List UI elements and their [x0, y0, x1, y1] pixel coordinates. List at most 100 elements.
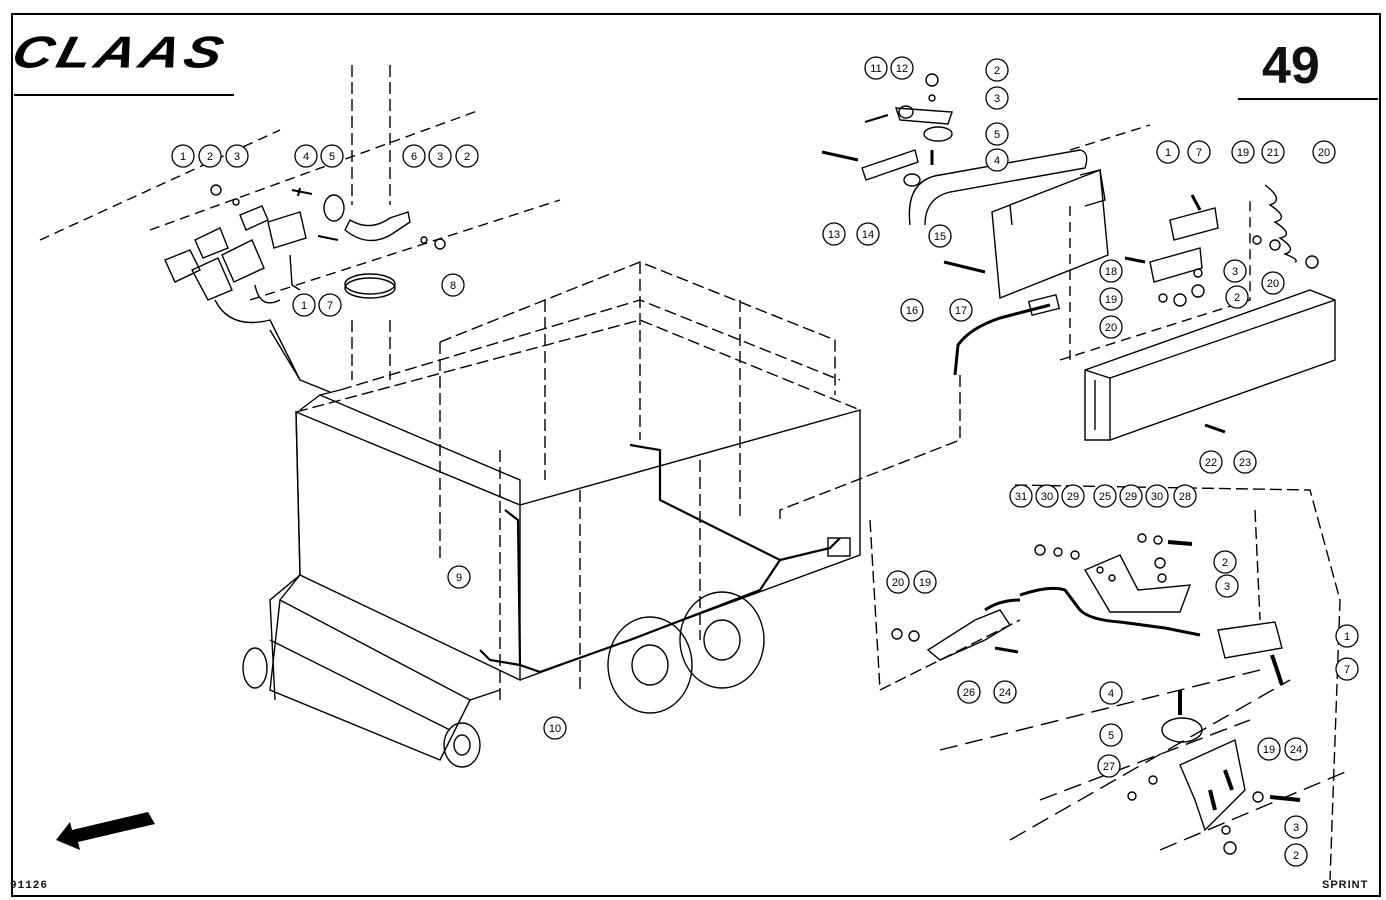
callout-circle [402, 144, 426, 168]
callout-29: 29 [1061, 484, 1085, 508]
callout-27: 27 [1097, 754, 1121, 778]
callout-label: 6 [411, 151, 417, 163]
wagon-roof-frame [439, 261, 836, 395]
bracket-25 [1083, 554, 1192, 613]
callout-3: 3 [985, 86, 1009, 110]
callout-circle [428, 144, 452, 168]
callout-label: 21 [1267, 147, 1279, 159]
callout-circle [1312, 140, 1336, 164]
bracket-strip-14 [861, 149, 919, 181]
callout-circle [1284, 843, 1308, 867]
callout-10: 10 [543, 716, 567, 740]
washer-5 [323, 194, 345, 222]
callout-20: 20 [1099, 315, 1123, 339]
callout-circle [1187, 140, 1211, 164]
callout-label: 24 [999, 687, 1011, 699]
wagon-side-panel [519, 409, 861, 681]
pickup-wheel [443, 722, 481, 768]
callout-circle [1284, 737, 1308, 761]
callout-label: 20 [1318, 147, 1330, 159]
callout-label: 2 [207, 151, 213, 163]
callout-19: 19 [1099, 287, 1123, 311]
callout-circle [1099, 723, 1123, 747]
callout-circle [822, 222, 846, 246]
callout-5: 5 [320, 144, 344, 168]
callout-1: 1 [1156, 140, 1180, 164]
callout-label: 19 [1237, 147, 1249, 159]
callout-label: 30 [1151, 491, 1163, 503]
callout-label: 3 [994, 93, 1000, 105]
callout-circle [1035, 484, 1059, 508]
callout-22: 22 [1199, 450, 1223, 474]
callout-3: 3 [1215, 574, 1239, 598]
callout-9: 9 [447, 565, 471, 589]
callout-circle [1099, 681, 1123, 705]
callout-label: 3 [234, 151, 240, 163]
socket-left [191, 257, 233, 301]
callout-2: 2 [1225, 285, 1249, 309]
callout-20: 20 [886, 570, 910, 594]
page-number: 49 [1262, 37, 1320, 95]
pickup-unit [278, 574, 501, 701]
callout-circle [1097, 754, 1121, 778]
wagon-wheel-front [607, 616, 693, 714]
callout-circle [198, 144, 222, 168]
callout-circle [1119, 484, 1143, 508]
wiring-harness-9-10 [504, 443, 782, 674]
mounting-tube-16 [908, 149, 1088, 226]
spring-21 [1264, 184, 1297, 263]
callout-3: 3 [225, 144, 249, 168]
lever-12 [895, 107, 953, 125]
callout-label: 29 [1067, 491, 1079, 503]
callout-4: 4 [1099, 681, 1123, 705]
mounting-plate-15 [991, 169, 1109, 299]
callout-7: 7 [1187, 140, 1211, 164]
callout-3: 3 [1223, 259, 1247, 283]
callout-31: 31 [1009, 484, 1033, 508]
callout-29: 29 [1119, 484, 1143, 508]
callout-label: 2 [994, 65, 1000, 77]
callout-7: 7 [1335, 657, 1359, 681]
callout-label: 28 [1179, 491, 1191, 503]
callout-7: 7 [318, 293, 342, 317]
callout-circle [985, 122, 1009, 146]
callout-11: 11 [864, 56, 888, 80]
callout-2: 2 [1284, 843, 1308, 867]
callout-label: 23 [1239, 457, 1251, 469]
callout-circle [294, 144, 318, 168]
socket-middle [221, 239, 265, 283]
callout-30: 30 [1035, 484, 1059, 508]
callout-19: 19 [913, 570, 937, 594]
callout-label: 19 [919, 577, 931, 589]
callout-30: 30 [1145, 484, 1169, 508]
callout-circle [1099, 259, 1123, 283]
callout-circle [1257, 737, 1281, 761]
callout-label: 13 [828, 229, 840, 241]
callout-circle [1093, 484, 1117, 508]
callout-label: 2 [464, 151, 470, 163]
callout-circle [1215, 574, 1239, 598]
model-name: SPRINT [1322, 879, 1369, 891]
callout-circle [1061, 484, 1085, 508]
callout-label: 24 [1290, 744, 1302, 756]
callout-4: 4 [294, 144, 318, 168]
callout-label: 5 [994, 129, 1000, 141]
callout-1: 1 [292, 293, 316, 317]
callout-label: 3 [1232, 266, 1238, 278]
callout-13: 13 [822, 222, 846, 246]
callout-label: 7 [327, 300, 333, 312]
callout-circle [441, 273, 465, 297]
callout-label: 20 [1267, 278, 1279, 290]
callout-label: 4 [994, 155, 1000, 167]
callout-circle [993, 680, 1017, 704]
callout-17: 17 [949, 298, 973, 322]
callout-4: 4 [985, 148, 1009, 172]
callout-label: 4 [303, 151, 309, 163]
socket-right [267, 211, 307, 249]
callout-circle [1009, 484, 1033, 508]
callout-5: 5 [1099, 723, 1123, 747]
callout-label: 20 [892, 577, 904, 589]
callout-19: 19 [1231, 140, 1255, 164]
